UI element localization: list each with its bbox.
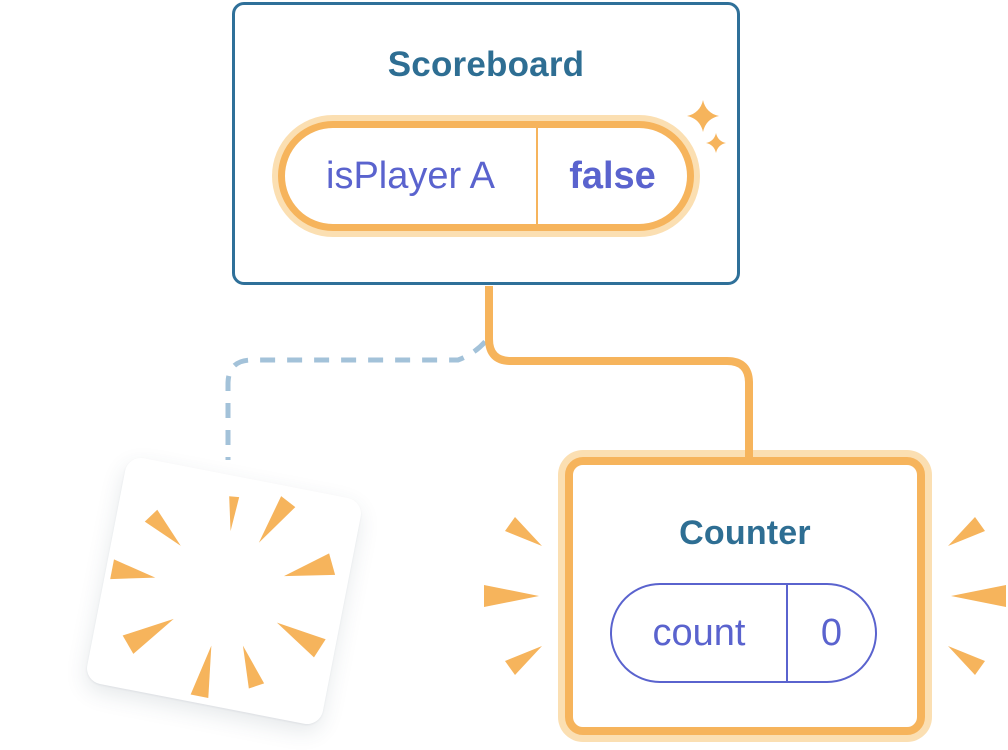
state-name-label: count: [652, 611, 746, 654]
state-name-cell: count: [612, 585, 786, 681]
counter-component-card: Counter count 0: [565, 457, 925, 735]
scoreboard-state-pill: isPlayer A false: [278, 121, 694, 231]
state-value-cell: false: [538, 128, 687, 224]
scoreboard-component-card: Scoreboard isPlayer A false: [232, 2, 740, 285]
destroyed-component-card: [84, 455, 364, 727]
state-name-cell: isPlayer A: [285, 128, 536, 224]
state-value-label: false: [569, 154, 656, 197]
dashed-connector-line: [225, 335, 491, 460]
solid-connector-line: [485, 286, 753, 458]
counter-title: Counter: [679, 514, 811, 552]
emphasis-marks-left-icon: [484, 517, 542, 675]
state-value-label: 0: [820, 611, 843, 654]
scoreboard-title: Scoreboard: [387, 45, 585, 84]
pill-divider: [786, 585, 788, 681]
counter-state-pill: count 0: [610, 583, 877, 683]
poof-burst-icon: [110, 496, 336, 698]
emphasis-marks-right-icon: [948, 517, 1006, 675]
pill-divider: [536, 128, 538, 224]
state-name-label: isPlayer A: [326, 154, 495, 197]
state-value-cell: 0: [788, 585, 875, 681]
